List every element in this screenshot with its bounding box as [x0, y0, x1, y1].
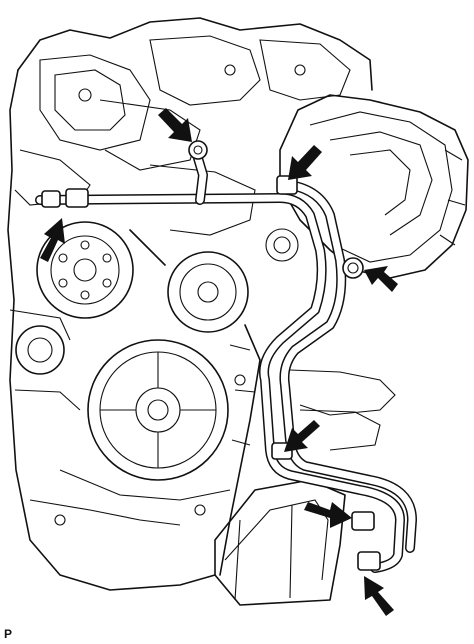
pipe-fittings — [41, 140, 381, 571]
arrow-upper-bolt — [158, 108, 192, 142]
belt-tensioner — [9, 309, 81, 411]
upper-idler-pulley — [36, 221, 134, 319]
arrow-bottom-union — [364, 576, 394, 616]
oil-cooler-pipes — [35, 143, 417, 573]
crankshaft-pulley — [87, 339, 229, 481]
engine-block-outline — [7, 17, 373, 591]
arrow-left-union — [40, 218, 65, 262]
water-pump-pulley — [167, 228, 299, 333]
arrow-lower-clamp — [304, 502, 352, 528]
lower-bracket — [214, 479, 346, 606]
figure-corner-code: P — [4, 627, 13, 641]
timing-cover-outline — [29, 229, 396, 576]
arrow-right-bolt — [364, 266, 398, 292]
arrow-upper-clamp — [288, 145, 322, 180]
callout-arrows — [40, 108, 398, 616]
arrow-mid-clamp — [284, 420, 320, 452]
